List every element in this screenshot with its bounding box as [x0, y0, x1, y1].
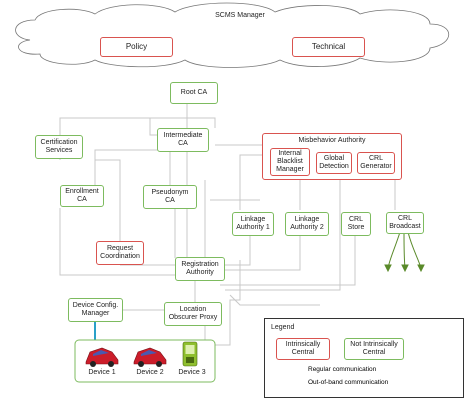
crl-generator-box[interactable]: CRL Generator — [357, 152, 395, 174]
legend-intrinsically-central: Intrinsically Central — [276, 338, 330, 360]
car-icon-2 — [133, 347, 167, 367]
legend-oob-label: Out-of-band communication — [308, 379, 389, 386]
policy-box[interactable]: Policy — [100, 37, 173, 57]
request-coordination-box[interactable]: Request Coordination — [96, 241, 144, 265]
legend-regular-label: Regular communication — [308, 366, 377, 373]
intermediate-ca-box[interactable]: Intermediate CA — [157, 128, 209, 152]
device-config-manager-box[interactable]: Device Config. Manager — [68, 298, 123, 322]
legend-title: Legend — [271, 324, 295, 331]
device-1-label: Device 1 — [88, 369, 116, 376]
location-obscurer-proxy-box[interactable]: Location Obscurer Proxy — [164, 302, 222, 326]
device-3-label: Device 3 — [178, 369, 206, 376]
legend-not-intrinsically-central: Not Intrinsically Central — [344, 338, 404, 360]
crl-store-box[interactable]: CRL Store — [341, 212, 371, 236]
root-ca-box[interactable]: Root CA — [170, 82, 218, 104]
registration-authority-box[interactable]: Registration Authority — [175, 257, 225, 281]
car-icon-1 — [85, 347, 119, 367]
device-2-label: Device 2 — [136, 369, 164, 376]
global-detection-box[interactable]: Global Detection — [316, 152, 352, 174]
linkage-authority-1-box[interactable]: Linkage Authority 1 — [232, 212, 274, 236]
phone-icon — [182, 341, 198, 367]
broadcast-arrows — [384, 231, 425, 273]
linkage-authority-2-box[interactable]: Linkage Authority 2 — [285, 212, 329, 236]
scms-manager-title: SCMS Manager — [215, 12, 265, 19]
crl-broadcast-box[interactable]: CRL Broadcast — [386, 212, 424, 234]
certification-services-box[interactable]: Certification Services — [35, 135, 83, 159]
technical-box[interactable]: Technical — [292, 37, 365, 57]
internal-blacklist-manager-box[interactable]: Internal Blacklist Manager — [270, 148, 310, 176]
misbehavior-authority-title: Misbehavior Authority — [298, 137, 366, 144]
enrollment-ca-box[interactable]: Enrollment CA — [60, 185, 104, 207]
pseudonym-ca-box[interactable]: Pseudonym CA — [143, 185, 197, 209]
